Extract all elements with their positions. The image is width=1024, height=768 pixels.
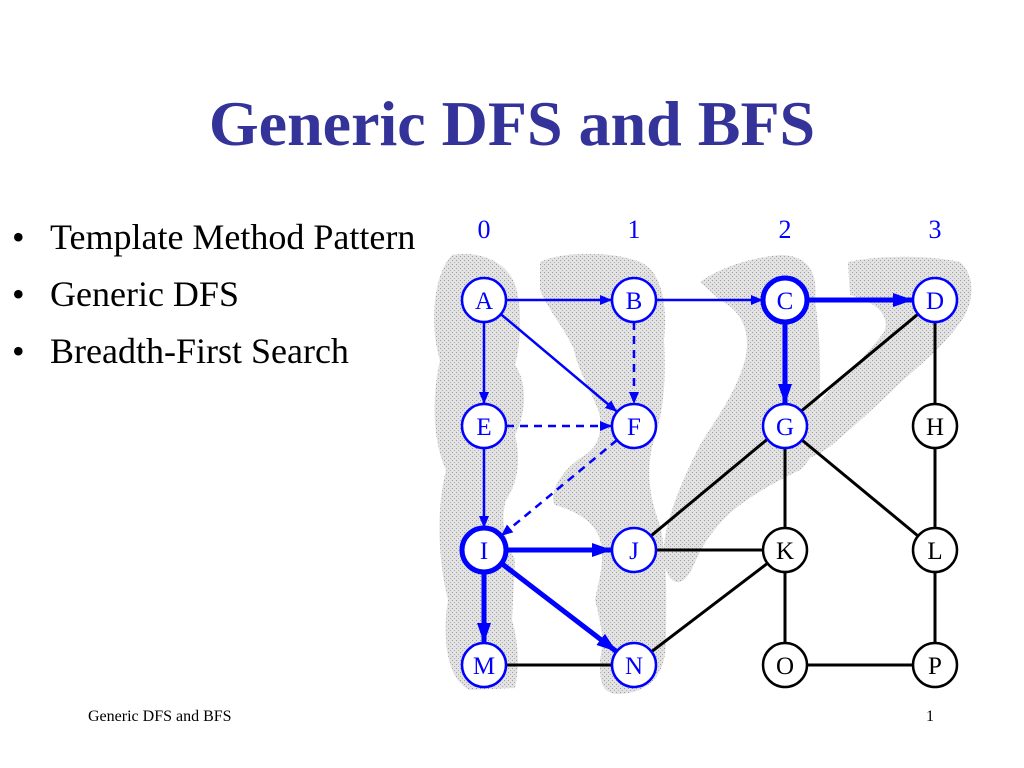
node-p: P: [911, 641, 959, 689]
node-label: I: [480, 538, 488, 565]
node-g: G: [761, 402, 809, 450]
bullet-item: Template Method Pattern: [0, 214, 415, 271]
node-d: D: [911, 276, 959, 324]
node-a: A: [460, 276, 508, 324]
node-label: A: [475, 288, 493, 315]
level-region-0: [434, 253, 525, 690]
edge-f-i: [500, 439, 618, 537]
node-circle: [761, 402, 809, 450]
footer-title: Generic DFS and BFS: [88, 708, 232, 725]
bullet-item: Generic DFS: [0, 271, 415, 328]
node-j: J: [610, 526, 658, 574]
slide-title: Generic DFS and BFS: [208, 88, 816, 159]
node-label: K: [776, 538, 794, 565]
edge-i-n: [499, 561, 618, 653]
edge-a-f: [500, 313, 618, 413]
node-label: H: [926, 414, 944, 441]
node-label: P: [928, 653, 942, 680]
column-label: 2: [779, 215, 792, 244]
node-h: H: [911, 402, 959, 450]
node-m: M: [460, 641, 508, 689]
node-circle: [459, 525, 509, 575]
node-e: E: [460, 402, 508, 450]
node-label: G: [776, 414, 794, 441]
page-number: 1: [926, 708, 934, 725]
node-circle: [760, 275, 810, 325]
column-label: 1: [628, 215, 641, 244]
node-circle: [911, 641, 959, 689]
node-circle: [911, 402, 959, 450]
edge-k-n: [650, 562, 769, 653]
node-circle: [610, 276, 658, 324]
node-circle: [761, 641, 809, 689]
node-label: F: [627, 414, 641, 441]
node-circle: [911, 526, 959, 574]
node-label: O: [776, 653, 794, 680]
column-label: 3: [929, 215, 942, 244]
node-l: L: [911, 526, 959, 574]
bullet-item: Breadth-First Search: [0, 328, 415, 385]
node-circle: [460, 641, 508, 689]
node-n: N: [610, 641, 658, 689]
node-o: O: [761, 641, 809, 689]
node-label: M: [473, 653, 495, 680]
node-f: F: [610, 402, 658, 450]
node-circle: [610, 402, 658, 450]
node-circle: [460, 276, 508, 324]
node-b: B: [610, 276, 658, 324]
node-label: N: [625, 653, 643, 680]
node-circle: [610, 641, 658, 689]
bullet-list: Template Method Pattern Generic DFS Brea…: [0, 214, 415, 385]
node-circle: [460, 402, 508, 450]
bfs-level-regions: [434, 253, 972, 694]
node-c: C: [760, 275, 810, 325]
level-region-2: [663, 255, 821, 583]
node-label: E: [476, 414, 491, 441]
node-label: J: [629, 538, 639, 565]
node-label: B: [626, 288, 643, 315]
node-circle: [610, 526, 658, 574]
edge-g-l: [801, 438, 919, 538]
node-label: D: [926, 288, 944, 315]
node-label: C: [777, 288, 794, 315]
level-region-1: [540, 253, 667, 694]
node-circle: [911, 276, 959, 324]
column-label: 0: [478, 215, 491, 244]
node-k: K: [761, 526, 809, 574]
node-i: I: [459, 525, 509, 575]
node-circle: [761, 526, 809, 574]
node-label: L: [927, 538, 942, 565]
